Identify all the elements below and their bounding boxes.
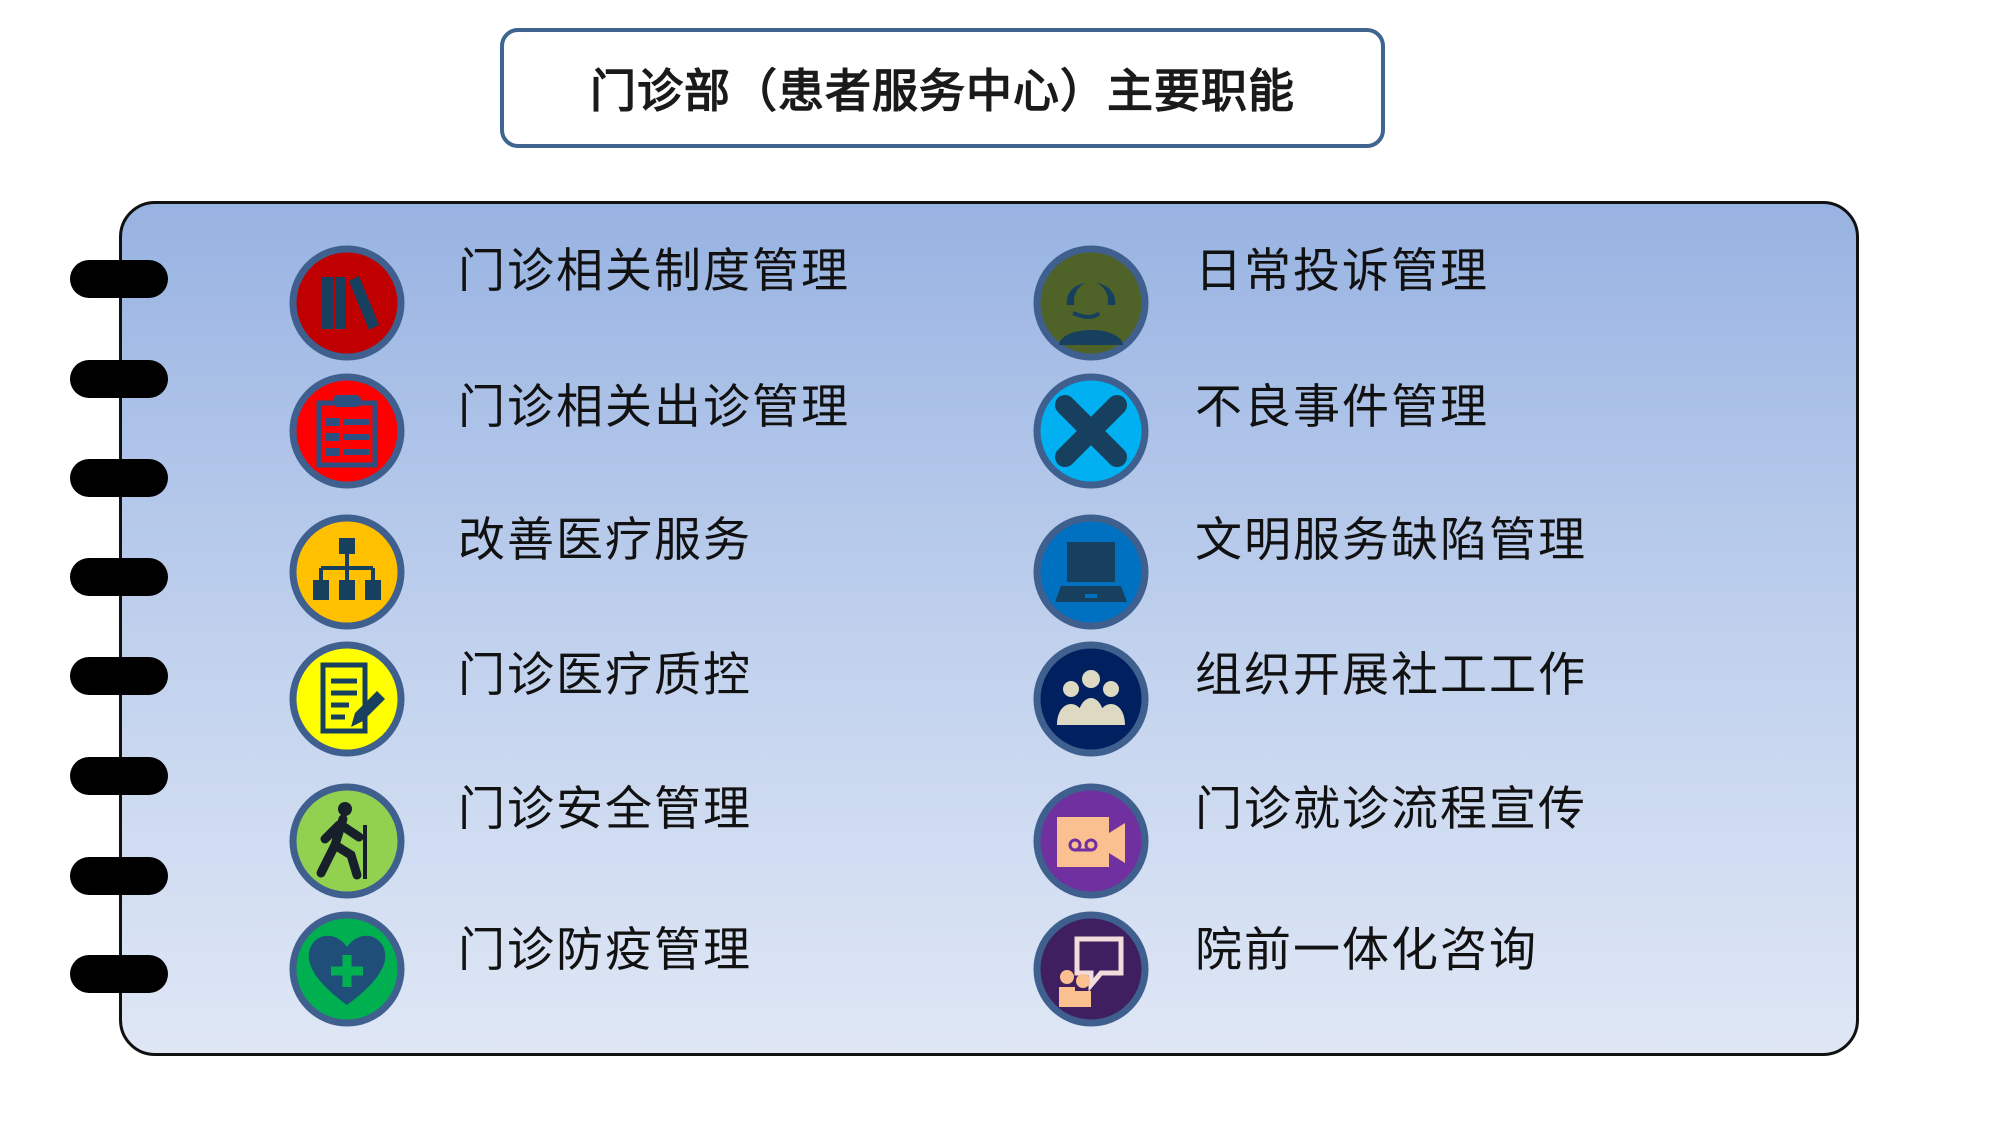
item-label: 文明服务缺陷管理	[1195, 513, 1587, 568]
binder-ring	[70, 260, 168, 298]
video-camera-icon	[1033, 783, 1149, 899]
binder-ring	[70, 657, 168, 695]
item-label: 改善医疗服务	[458, 513, 752, 568]
item-label: 门诊相关出诊管理	[458, 380, 850, 435]
item-label: 门诊相关制度管理	[458, 244, 850, 299]
binder-ring	[70, 360, 168, 398]
hiker-icon	[289, 783, 405, 899]
document-pen-icon	[289, 641, 405, 757]
item-label: 门诊就诊流程宣传	[1195, 782, 1587, 837]
chat-people-icon	[1033, 911, 1149, 1027]
org-chart-icon	[289, 514, 405, 630]
item-label: 门诊防疫管理	[458, 923, 752, 978]
binder-ring	[70, 459, 168, 497]
title-box: 门诊部（患者服务中心）主要职能	[500, 28, 1385, 148]
people-group-icon	[1033, 641, 1149, 757]
x-mark-icon	[1033, 373, 1149, 489]
item-label: 日常投诉管理	[1195, 244, 1489, 299]
heart-cross-icon	[289, 911, 405, 1027]
item-label: 组织开展社工工作	[1195, 648, 1587, 703]
clipboard-checklist-icon	[289, 373, 405, 489]
headset-operator-icon	[1033, 245, 1149, 361]
item-label: 门诊安全管理	[458, 782, 752, 837]
page-title: 门诊部（患者服务中心）主要职能	[590, 64, 1295, 118]
books-icon	[289, 245, 405, 361]
binder-ring	[70, 558, 168, 596]
laptop-icon	[1033, 514, 1149, 630]
notebook-panel	[119, 201, 1859, 1056]
binder-ring	[70, 757, 168, 795]
binder-ring	[70, 857, 168, 895]
item-label: 院前一体化咨询	[1195, 923, 1538, 978]
item-label: 门诊医疗质控	[458, 648, 752, 703]
item-label: 不良事件管理	[1195, 380, 1489, 435]
binder-ring	[70, 955, 168, 993]
